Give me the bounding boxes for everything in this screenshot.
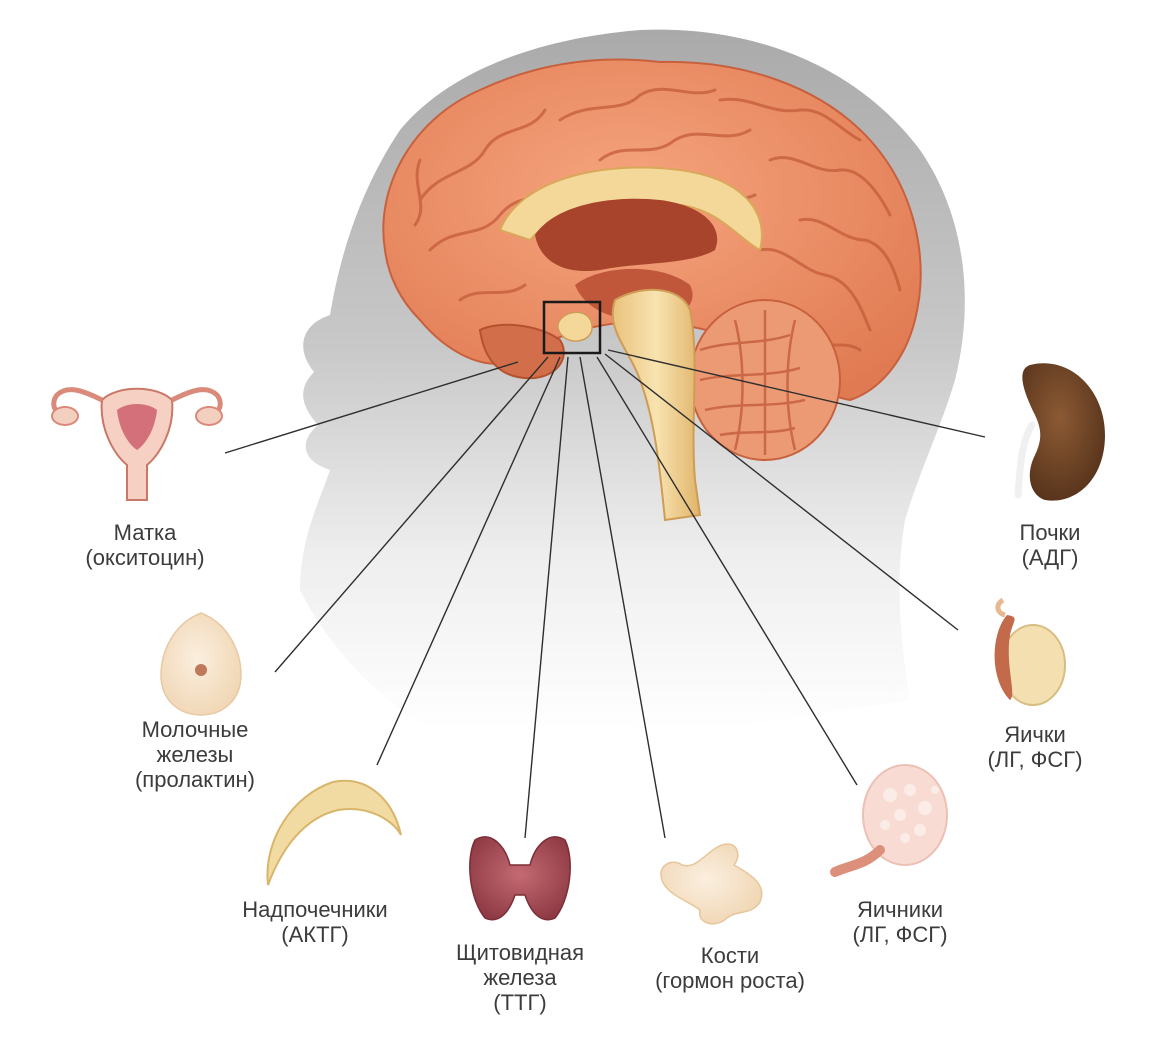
label-line: Кости <box>700 943 760 968</box>
brain-illustration <box>382 58 922 522</box>
pituitary-highlight-box <box>542 300 602 355</box>
label-line: Яички <box>1004 722 1066 747</box>
ovary-icon <box>830 764 948 877</box>
label-line: железы <box>156 742 234 767</box>
label-line: (ТТГ) <box>493 990 547 1015</box>
organ-label-thyroid: Щитовидная железа (ТТГ) <box>420 940 620 1015</box>
label-line: (гормон роста) <box>655 968 805 993</box>
connector-line-testes <box>604 353 959 631</box>
organ-label-testes: Яички (ЛГ, ФСГ) <box>955 722 1115 772</box>
label-line: (АКТГ) <box>281 922 349 947</box>
bone-icon <box>660 843 763 925</box>
connector-line-thyroid <box>524 356 569 839</box>
organ-label-uterus: Матка (окситоцин) <box>60 520 230 570</box>
pituitary-gland <box>557 311 593 342</box>
lateral-ventricle <box>535 198 718 272</box>
label-line: (АДГ) <box>1021 545 1079 570</box>
connector-line-kidneys <box>607 349 986 438</box>
organ-label-mammary: Молочные железы (пролактин) <box>95 717 295 792</box>
connector-line-mammary <box>274 356 549 673</box>
organ-label-ovaries: Яичники (ЛГ, ФСГ) <box>815 897 985 947</box>
label-line: (ЛГ, ФСГ) <box>852 922 948 947</box>
connector-line-bones <box>579 356 666 839</box>
adrenal-gland-icon <box>266 779 402 886</box>
organ-label-adrenal: Надпочечники (АКТГ) <box>205 897 425 947</box>
label-line: Яичники <box>857 897 943 922</box>
label-line: Щитовидная <box>455 940 585 965</box>
label-line: Матка <box>113 520 177 545</box>
connector-line-uterus <box>224 361 519 454</box>
mammary-gland-icon <box>160 612 242 716</box>
connector-lines <box>224 349 986 839</box>
label-line: (ЛГ, ФСГ) <box>987 747 1083 772</box>
brain-stem <box>611 288 702 522</box>
label-line: Надпочечники <box>242 897 388 922</box>
kidney-icon <box>1014 363 1105 501</box>
label-line: железа <box>483 965 557 990</box>
organ-label-bones: Кости (гормон роста) <box>615 943 845 993</box>
label-line: Молочные <box>141 717 249 742</box>
thyroid-gland-icon <box>469 836 571 921</box>
label-line: (пролактин) <box>134 767 255 792</box>
label-line: Почки <box>1019 520 1081 545</box>
label-line: (окситоцин) <box>85 545 205 570</box>
organ-label-kidneys: Почки (АДГ) <box>990 520 1110 570</box>
connector-line-adrenal <box>376 356 561 766</box>
testis-icon <box>994 597 1066 706</box>
connector-line-ovaries <box>596 356 858 786</box>
uterus-icon <box>51 387 223 501</box>
